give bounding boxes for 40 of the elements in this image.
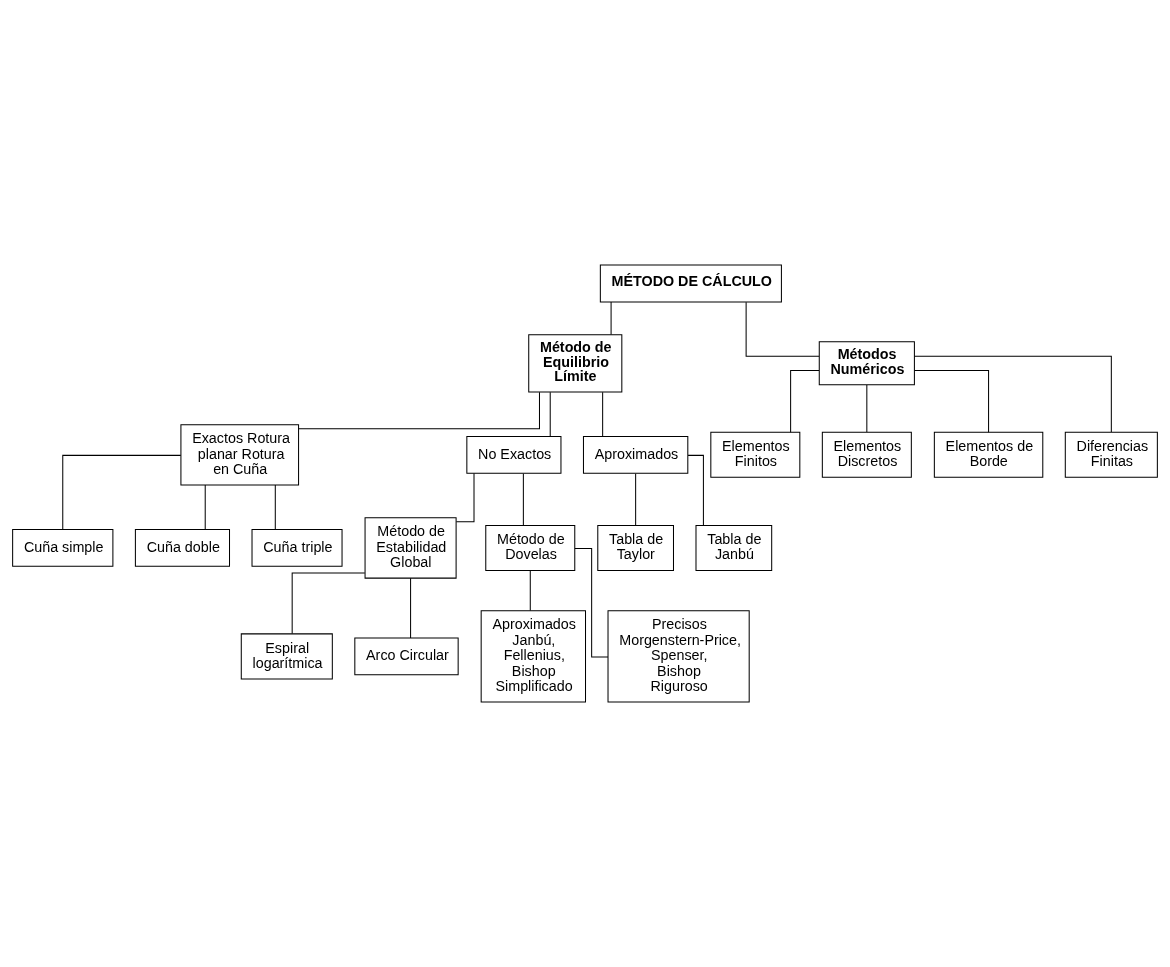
node-box: Elementos Finitos <box>710 431 801 478</box>
node-box: Método de Estabilidad Global <box>364 517 457 579</box>
node-box: Tabla de Janbú <box>695 524 773 571</box>
connector <box>549 391 551 437</box>
connector <box>635 473 637 526</box>
node-box: Espiral logarítmica <box>240 633 333 680</box>
node-box: Cuña doble <box>134 529 230 567</box>
node-box: Diferencias Finitas <box>1064 431 1158 478</box>
node-box: Método de Dovelas <box>485 524 576 571</box>
connector <box>866 384 868 433</box>
connector <box>298 391 540 430</box>
connector <box>602 391 604 437</box>
node-box: MÉTODO DE CÁLCULO <box>599 264 782 303</box>
connector <box>529 570 531 611</box>
node-box: Cuña simple <box>12 529 114 567</box>
node-box: Tabla de Taylor <box>597 524 674 571</box>
connector <box>522 473 524 526</box>
node-box: Exactos Rotura planar Rotura en Cuña <box>180 424 300 486</box>
connector <box>914 369 990 433</box>
node-box: Métodos Numéricos <box>818 341 915 386</box>
connector <box>274 484 276 531</box>
connector <box>610 301 612 336</box>
node-box: Aproximados <box>582 435 689 474</box>
node-box: Aproximados Janbú, Fellenius, Bishop Simplificado <box>480 610 586 703</box>
connector <box>410 577 412 639</box>
node-box: Método de Equilibrio Límite <box>528 334 623 393</box>
connector <box>745 301 820 357</box>
connector <box>914 355 1112 433</box>
node-box: Cuña triple <box>251 529 343 567</box>
node-box: Elementos Discretos <box>821 431 912 478</box>
connector <box>62 454 182 530</box>
node-box: No Exactos <box>466 435 562 474</box>
connector <box>204 484 206 531</box>
node-box: Elementos de Borde <box>933 431 1044 478</box>
connector <box>574 547 609 658</box>
connector <box>291 572 366 635</box>
node-box: Arco Circular <box>354 637 459 676</box>
connector <box>790 369 820 433</box>
node-box: Precisos Morgenstern-Price, Spenser, Bishop Riguroso <box>607 610 750 703</box>
connector <box>455 473 475 523</box>
